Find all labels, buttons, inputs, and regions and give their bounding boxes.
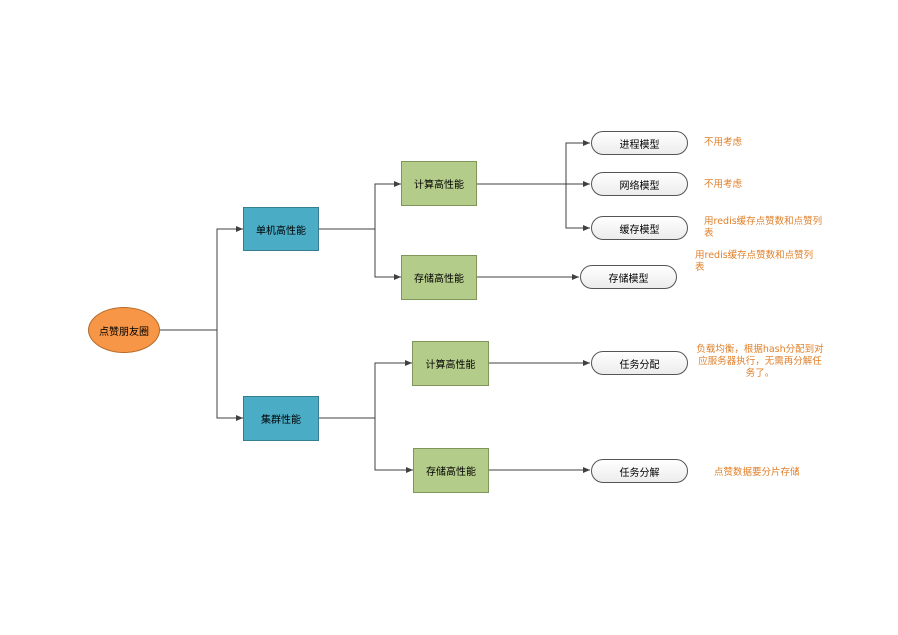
leaf-process-model: 进程模型 — [591, 131, 688, 155]
note-task-assign: 负载均衡，根据hash分配到对应服务器执行，无需再分解任务了。 — [696, 344, 824, 379]
cluster-compute-node: 计算高性能 — [412, 341, 489, 386]
cluster-node: 集群性能 — [243, 396, 319, 441]
connector-cluster-storage — [374, 418, 413, 473]
connector-compute-cache — [565, 184, 590, 231]
leaf-network-model: 网络模型 — [591, 172, 688, 196]
connector-root-single — [160, 226, 243, 331]
connector-single-storage — [374, 229, 401, 280]
connector-root-cluster — [216, 330, 243, 421]
note-task-split: 点赞数据要分片存储 — [714, 467, 800, 478]
leaf-task-assign: 任务分配 — [591, 351, 688, 375]
leaf-task-split: 任务分解 — [591, 459, 688, 483]
connector-cluster-compute — [319, 360, 412, 419]
connector-compute-process — [477, 140, 590, 185]
single-storage-node: 存储高性能 — [401, 255, 477, 300]
single-machine-node: 单机高性能 — [243, 207, 319, 251]
leaf-storage-model: 存储模型 — [580, 265, 677, 289]
cluster-storage-node: 存储高性能 — [413, 448, 489, 493]
note-network-model: 不用考虑 — [704, 179, 743, 190]
note-storage-model: 用redis缓存点赞数和点赞列表 — [695, 250, 814, 273]
note-cache-model: 用redis缓存点赞数和点赞列表 — [704, 216, 823, 239]
note-process-model: 不用考虑 — [704, 137, 743, 148]
leaf-cache-model: 缓存模型 — [591, 216, 688, 240]
single-compute-node: 计算高性能 — [401, 161, 477, 206]
connector-single-compute — [319, 181, 401, 230]
root-node: 点赞朋友圈 — [88, 307, 160, 353]
